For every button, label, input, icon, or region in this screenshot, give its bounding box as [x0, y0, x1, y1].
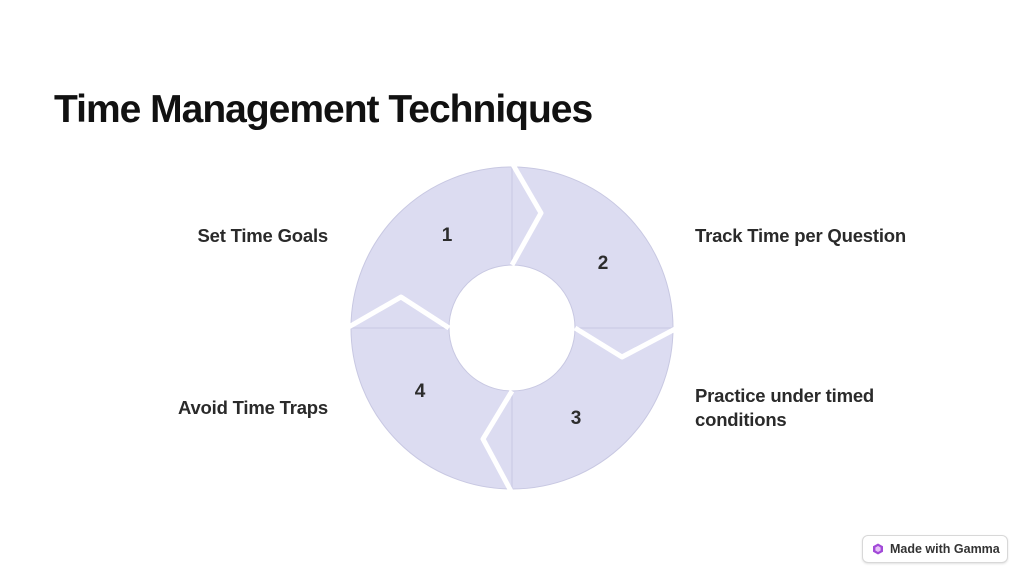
gamma-logo-icon — [873, 543, 883, 555]
step-number-1: 1 — [441, 225, 453, 246]
step-label-1: Set Time Goals — [197, 225, 328, 246]
cycle-segment-3 — [511, 327, 674, 490]
step-label-3: Practice under timed conditions — [695, 385, 875, 430]
page-title: Time Management Techniques — [54, 88, 593, 131]
step-number-3: 3 — [570, 408, 582, 429]
segment-divider-right — [573, 325, 679, 360]
step-number-2: 2 — [597, 253, 609, 274]
cycle-segment-2 — [511, 166, 674, 329]
segment-divider-left — [345, 294, 451, 331]
step-label-4: Avoid Time Traps — [178, 397, 328, 418]
step-number-4: 4 — [414, 381, 426, 402]
badge-label: Made with Gamma — [890, 542, 1000, 556]
made-with-gamma-badge[interactable]: Made with Gamma — [862, 535, 1008, 563]
cycle-segment-1 — [350, 166, 513, 329]
segment-divider-top — [509, 161, 544, 267]
segment-divider-bottom — [480, 389, 515, 495]
cycle-segment-4 — [350, 327, 513, 490]
step-label-2: Track Time per Question — [695, 225, 906, 246]
